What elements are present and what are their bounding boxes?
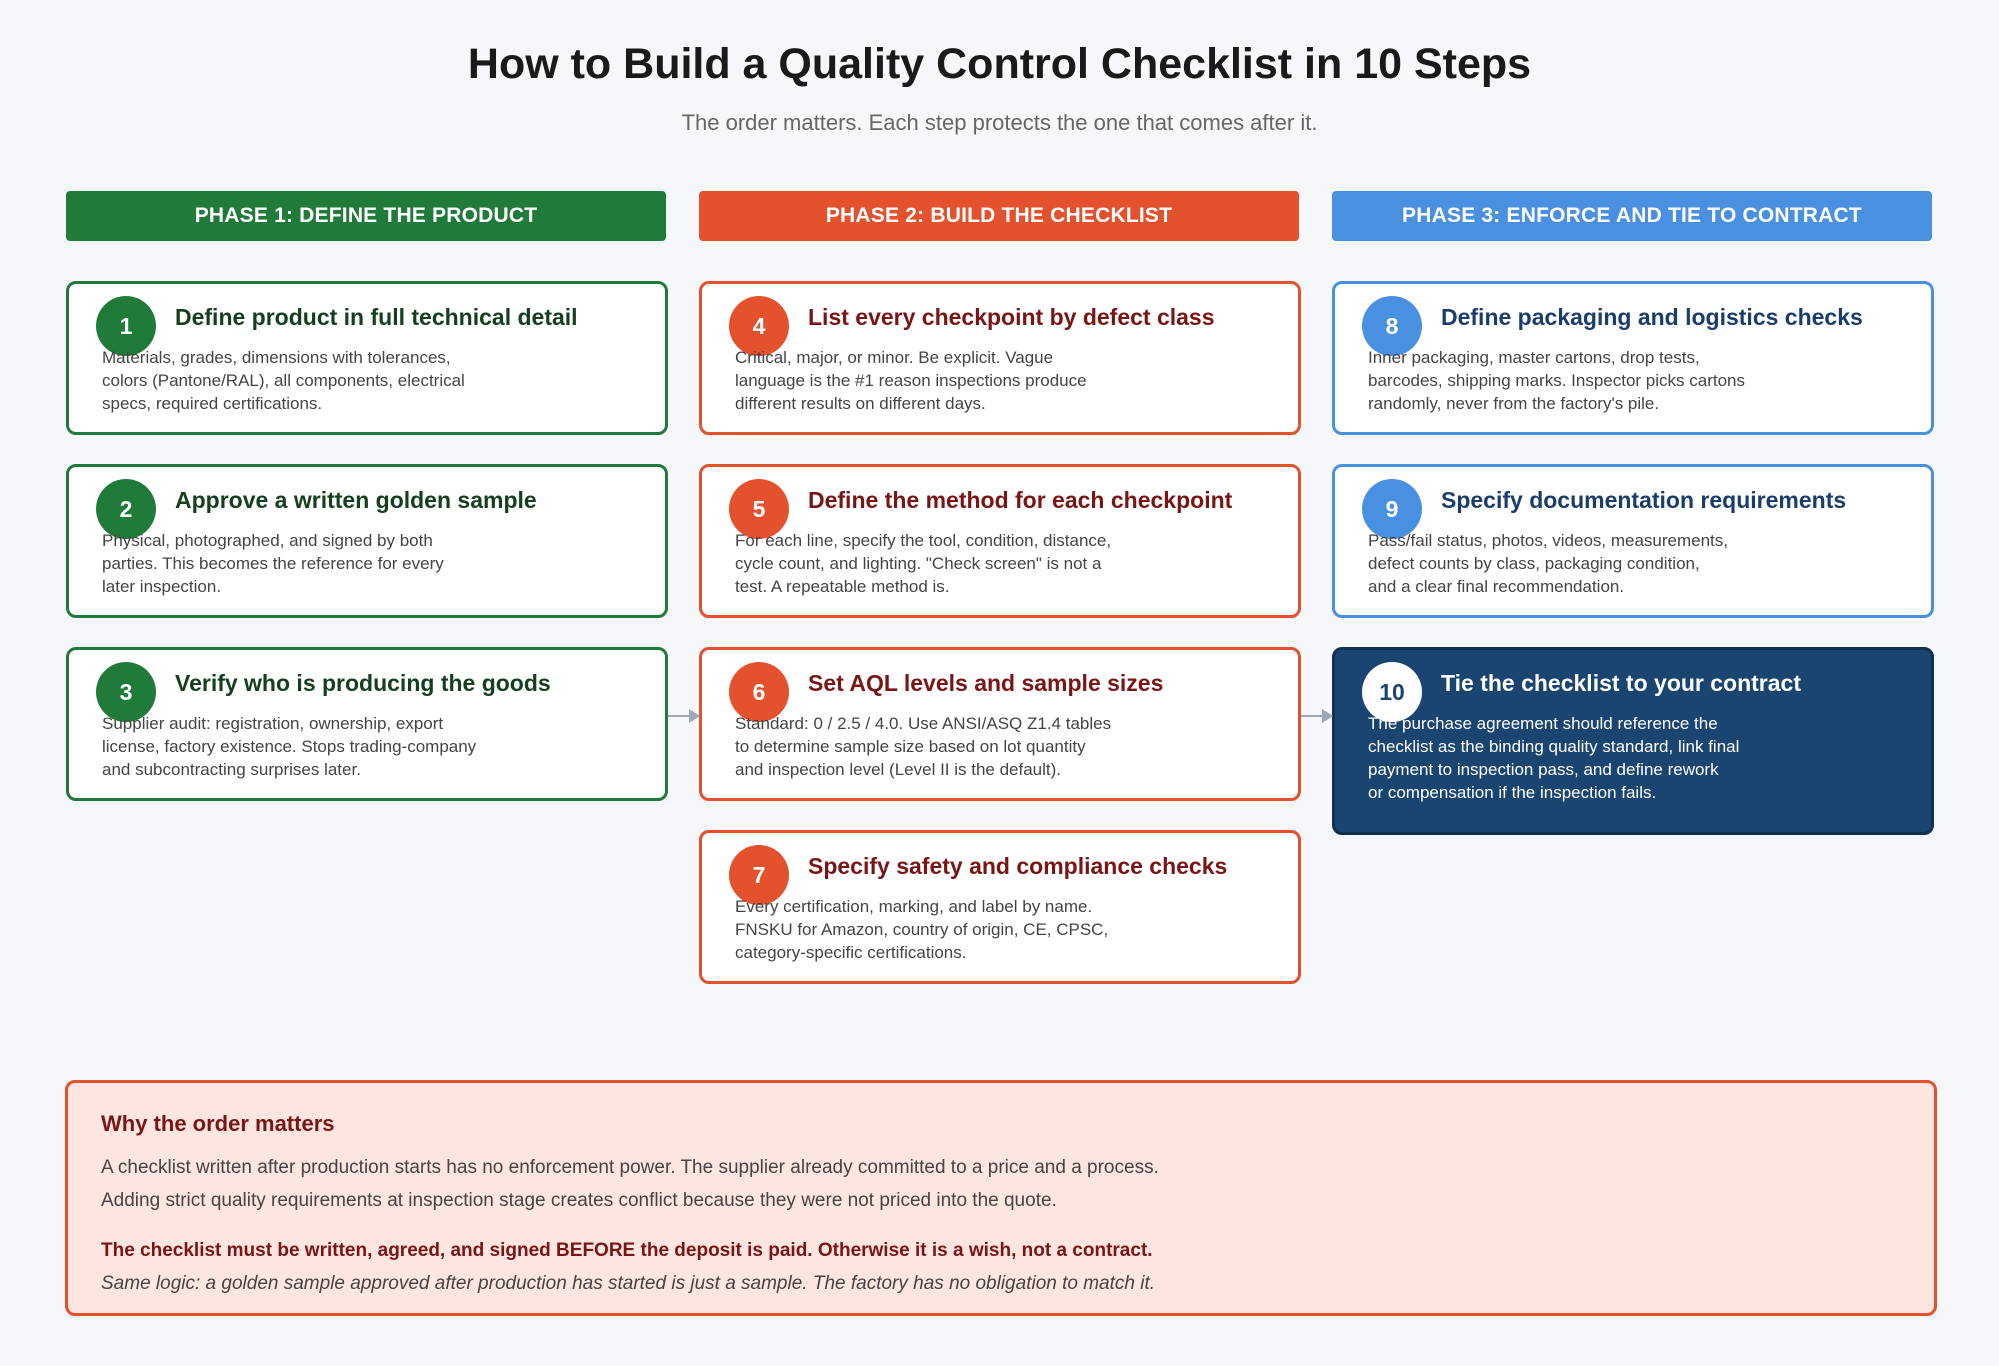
step-number-badge: 3 [96,662,156,722]
step-title: List every checkpoint by defect class [808,304,1215,330]
callout-text: Adding strict quality requirements at in… [101,1190,1057,1211]
arrow-right-icon [1301,709,1333,723]
step-description: Materials, grades, dimensions with toler… [102,348,465,413]
step-card-4: 4 List every checkpoint by defect class … [699,281,1301,435]
step-card-3: 3 Verify who is producing the goods Supp… [66,647,668,801]
step-description: Critical, major, or minor. Be explicit. … [735,348,1087,413]
step-description: The purchase agreement should reference … [1368,714,1740,802]
step-number-badge: 10 [1362,662,1422,722]
step-card-9: 9 Specify documentation requirements Pas… [1332,464,1934,618]
step-number-badge: 4 [729,296,789,356]
callout-text: A checklist written after production sta… [101,1157,1159,1178]
callout-note: Same logic: a golden sample approved aft… [101,1273,1156,1294]
step-description: Standard: 0 / 2.5 / 4.0. Use ANSI/ASQ Z1… [735,714,1112,779]
step-card-6: 6 Set AQL levels and sample sizes Standa… [699,647,1301,801]
phase-2-header: PHASE 2: BUILD THE CHECKLIST [699,191,1299,241]
step-title: Approve a written golden sample [175,487,537,513]
step-number-badge: 6 [729,662,789,722]
callout-emphasis: The checklist must be written, agreed, a… [101,1240,1153,1261]
step-card-1: 1 Define product in full technical detai… [66,281,668,435]
step-number-badge: 2 [96,479,156,539]
why-order-matters-callout: Why the order matters A checklist writte… [65,1080,1937,1316]
step-title: Define packaging and logistics checks [1441,304,1863,330]
step-title: Set AQL levels and sample sizes [808,670,1164,696]
callout-title: Why the order matters [101,1111,335,1136]
phase-1-header: PHASE 1: DEFINE THE PRODUCT [66,191,666,241]
step-card-8: 8 Define packaging and logistics checks … [1332,281,1934,435]
step-number-badge: 1 [96,296,156,356]
step-description: Physical, photographed, and signed by bo… [102,531,444,596]
step-number-badge: 9 [1362,479,1422,539]
step-card-5: 5 Define the method for each checkpoint … [699,464,1301,618]
step-description: For each line, specify the tool, conditi… [735,531,1112,596]
arrow-right-icon [668,709,700,723]
step-title: Tie the checklist to your contract [1441,670,1802,696]
step-title: Define the method for each checkpoint [808,487,1233,513]
page-subtitle: The order matters. Each step protects th… [681,110,1318,135]
step-number-badge: 7 [729,845,789,905]
step-number-badge: 5 [729,479,789,539]
step-description: Supplier audit: registration, ownership,… [102,714,477,779]
step-title: Define product in full technical detail [175,304,578,330]
step-description: Pass/fail status, photos, videos, measur… [1368,531,1729,596]
phase-3-header: PHASE 3: ENFORCE AND TIE TO CONTRACT [1332,191,1932,241]
step-description: Every certification, marking, and label … [735,897,1109,962]
step-card-7: 7 Specify safety and compliance checks E… [699,830,1301,984]
step-title: Specify documentation requirements [1441,487,1847,513]
step-description: Inner packaging, master cartons, drop te… [1368,348,1746,413]
step-title: Specify safety and compliance checks [808,853,1228,879]
step-card-2: 2 Approve a written golden sample Physic… [66,464,668,618]
step-card-10: 10 Tie the checklist to your contract Th… [1332,647,1934,835]
step-number-badge: 8 [1362,296,1422,356]
page-title: How to Build a Quality Control Checklist… [467,40,1532,88]
step-title: Verify who is producing the goods [175,670,551,696]
